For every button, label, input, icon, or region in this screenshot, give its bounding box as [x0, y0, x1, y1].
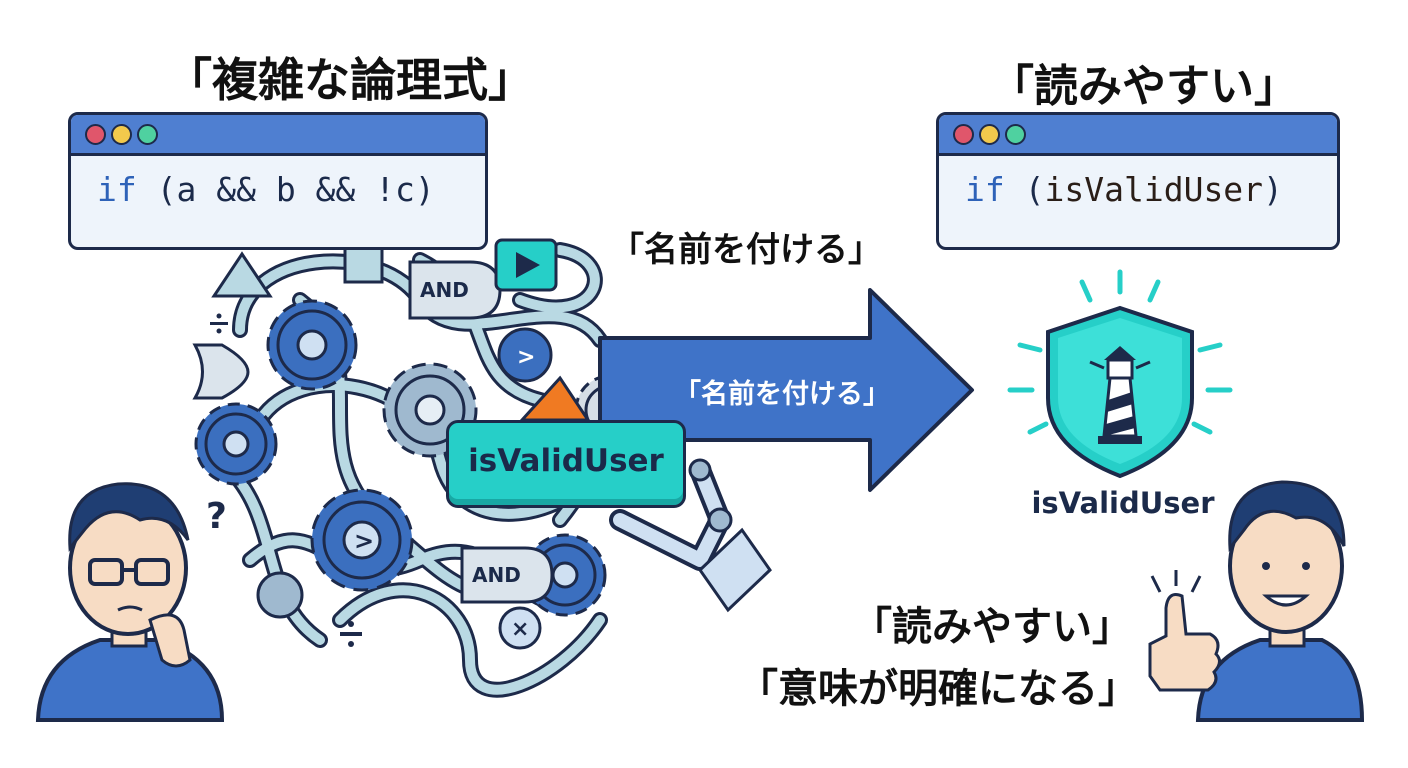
happy-person — [1148, 480, 1365, 722]
lighthouse-icon — [1089, 346, 1151, 444]
shield-icon — [1007, 269, 1233, 479]
robot-arm-icon — [609, 458, 772, 613]
multiply-icon: × — [498, 606, 542, 650]
svg-text:>: > — [517, 345, 535, 370]
thumbs-up-icon — [1148, 570, 1221, 692]
window-titlebar — [939, 115, 1337, 156]
divide-icon — [210, 313, 362, 647]
question-icon: ? — [206, 496, 227, 537]
close-dot-icon — [953, 124, 974, 145]
close-dot-icon — [85, 124, 106, 145]
meaning-clear-quote: 「意味が明確になる」 — [738, 666, 1138, 712]
complex-condition-code: if (a && b && !c) — [71, 156, 485, 209]
gate-label: AND — [420, 278, 469, 302]
readable-condition-code: if (isValidUser) — [939, 156, 1337, 209]
maximize-dot-icon — [137, 124, 158, 145]
minimize-dot-icon — [111, 124, 132, 145]
arrow-caption: 「名前を付ける」 — [610, 230, 882, 270]
readable-quote: 「読みやすい」 — [852, 604, 1132, 650]
play-icon — [494, 238, 558, 292]
open-paren: ( — [1004, 170, 1045, 209]
variable-name-badge: isValidUser — [446, 420, 686, 508]
right-title: 「読みやすい」 — [990, 61, 1298, 112]
gear-icon: > — [497, 327, 553, 383]
gear-icon — [256, 571, 304, 619]
svg-text:>: > — [354, 527, 374, 555]
or-gate — [192, 343, 250, 400]
maximize-dot-icon — [1005, 124, 1026, 145]
if-keyword: if — [965, 170, 1005, 209]
and-gate: AND — [408, 260, 502, 320]
left-title: 「複雑な論理式」 — [166, 53, 534, 107]
shield-caption: isValidUser — [1031, 486, 1215, 520]
variable-name: isValidUser — [1044, 170, 1264, 209]
condition-expression: (a && b && !c) — [136, 170, 435, 209]
gear-icon — [194, 402, 278, 486]
triangle-gate — [211, 251, 273, 298]
close-paren: ) — [1263, 170, 1283, 209]
svg-text:×: × — [511, 617, 529, 642]
if-keyword: if — [97, 170, 137, 209]
complex-code-window: if (a && b && !c) — [68, 112, 488, 250]
badge-label: isValidUser — [468, 443, 664, 479]
gear-icon: > — [310, 488, 414, 592]
window-titlebar — [71, 115, 485, 156]
arrow-label: 「名前を付ける」 — [674, 379, 890, 410]
confused-person — [35, 482, 225, 722]
gear-icon — [266, 299, 358, 391]
and-gate: AND — [460, 546, 554, 604]
minimize-dot-icon — [979, 124, 1000, 145]
readable-code-window: if (isValidUser) — [936, 112, 1340, 250]
gate-label: AND — [472, 563, 521, 587]
